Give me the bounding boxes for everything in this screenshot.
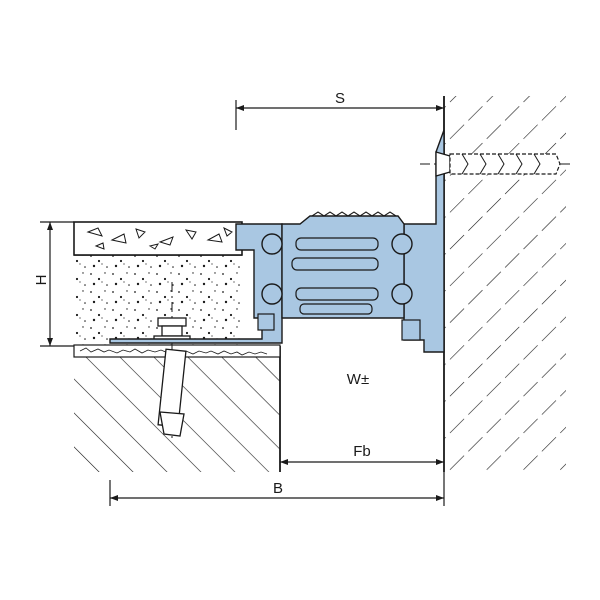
dimension-h <box>40 221 74 347</box>
dimension-h-label: H <box>33 275 50 286</box>
right-wall <box>443 96 566 472</box>
joint-profile-right <box>401 129 445 353</box>
dimension-s <box>235 96 445 130</box>
joint-profile-left <box>109 223 283 344</box>
anchor-bolt <box>153 282 191 440</box>
floor-finish-layer <box>73 221 243 256</box>
wall-dowel <box>420 151 572 177</box>
dimension-b-label: B <box>273 480 283 497</box>
dimension-w-label: W± <box>347 371 369 388</box>
dimension-fb-label: Fb <box>353 443 371 460</box>
dimension-s-label: S <box>335 90 345 107</box>
dimension-fb <box>280 459 444 465</box>
screed-layer <box>74 254 242 345</box>
elastic-insert <box>261 211 413 319</box>
dimension-b <box>109 472 445 506</box>
